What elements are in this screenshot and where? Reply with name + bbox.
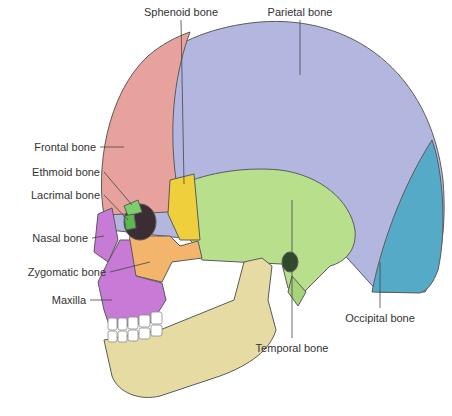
mastoid-process — [288, 276, 306, 306]
part-label: Sphenoid bone — [144, 7, 218, 18]
part-label: Ethmoid bone — [32, 167, 100, 178]
maxilla — [98, 240, 166, 328]
part-label: Zygomatic bone — [28, 267, 106, 278]
zygomatic-bone — [128, 236, 202, 282]
lacrimal-bone — [124, 214, 136, 230]
tooth — [139, 328, 150, 339]
leader-line — [300, 20, 301, 75]
part-label: Temporal bone — [256, 343, 329, 354]
part-label: Frontal bone — [34, 142, 96, 153]
leader-line — [380, 262, 381, 308]
leader-line — [104, 172, 132, 205]
leader-line — [90, 300, 112, 301]
teeth — [108, 312, 162, 342]
occipital-bone — [372, 140, 443, 293]
mandible — [104, 258, 276, 397]
leader-line — [292, 200, 293, 338]
part-label: Occipital bone — [345, 313, 415, 324]
leader-line — [110, 262, 150, 272]
tooth — [108, 331, 117, 342]
leader-line — [100, 147, 124, 148]
leader-line — [104, 195, 128, 220]
part-label: Lacrimal bone — [31, 190, 100, 201]
tooth — [151, 312, 162, 324]
tooth — [128, 330, 138, 341]
tooth — [139, 315, 150, 327]
tooth — [151, 325, 162, 336]
ear-canal — [282, 252, 298, 272]
ethmoid-bone — [124, 200, 142, 216]
leader-line — [181, 20, 184, 184]
tooth — [128, 317, 138, 329]
tooth — [108, 318, 117, 330]
tooth — [118, 318, 127, 330]
part-label: Nasal bone — [32, 233, 88, 244]
tooth — [118, 331, 127, 342]
leader-line — [92, 236, 104, 238]
part-label: Maxilla — [52, 295, 86, 306]
part-label: Parietal bone — [268, 7, 333, 18]
